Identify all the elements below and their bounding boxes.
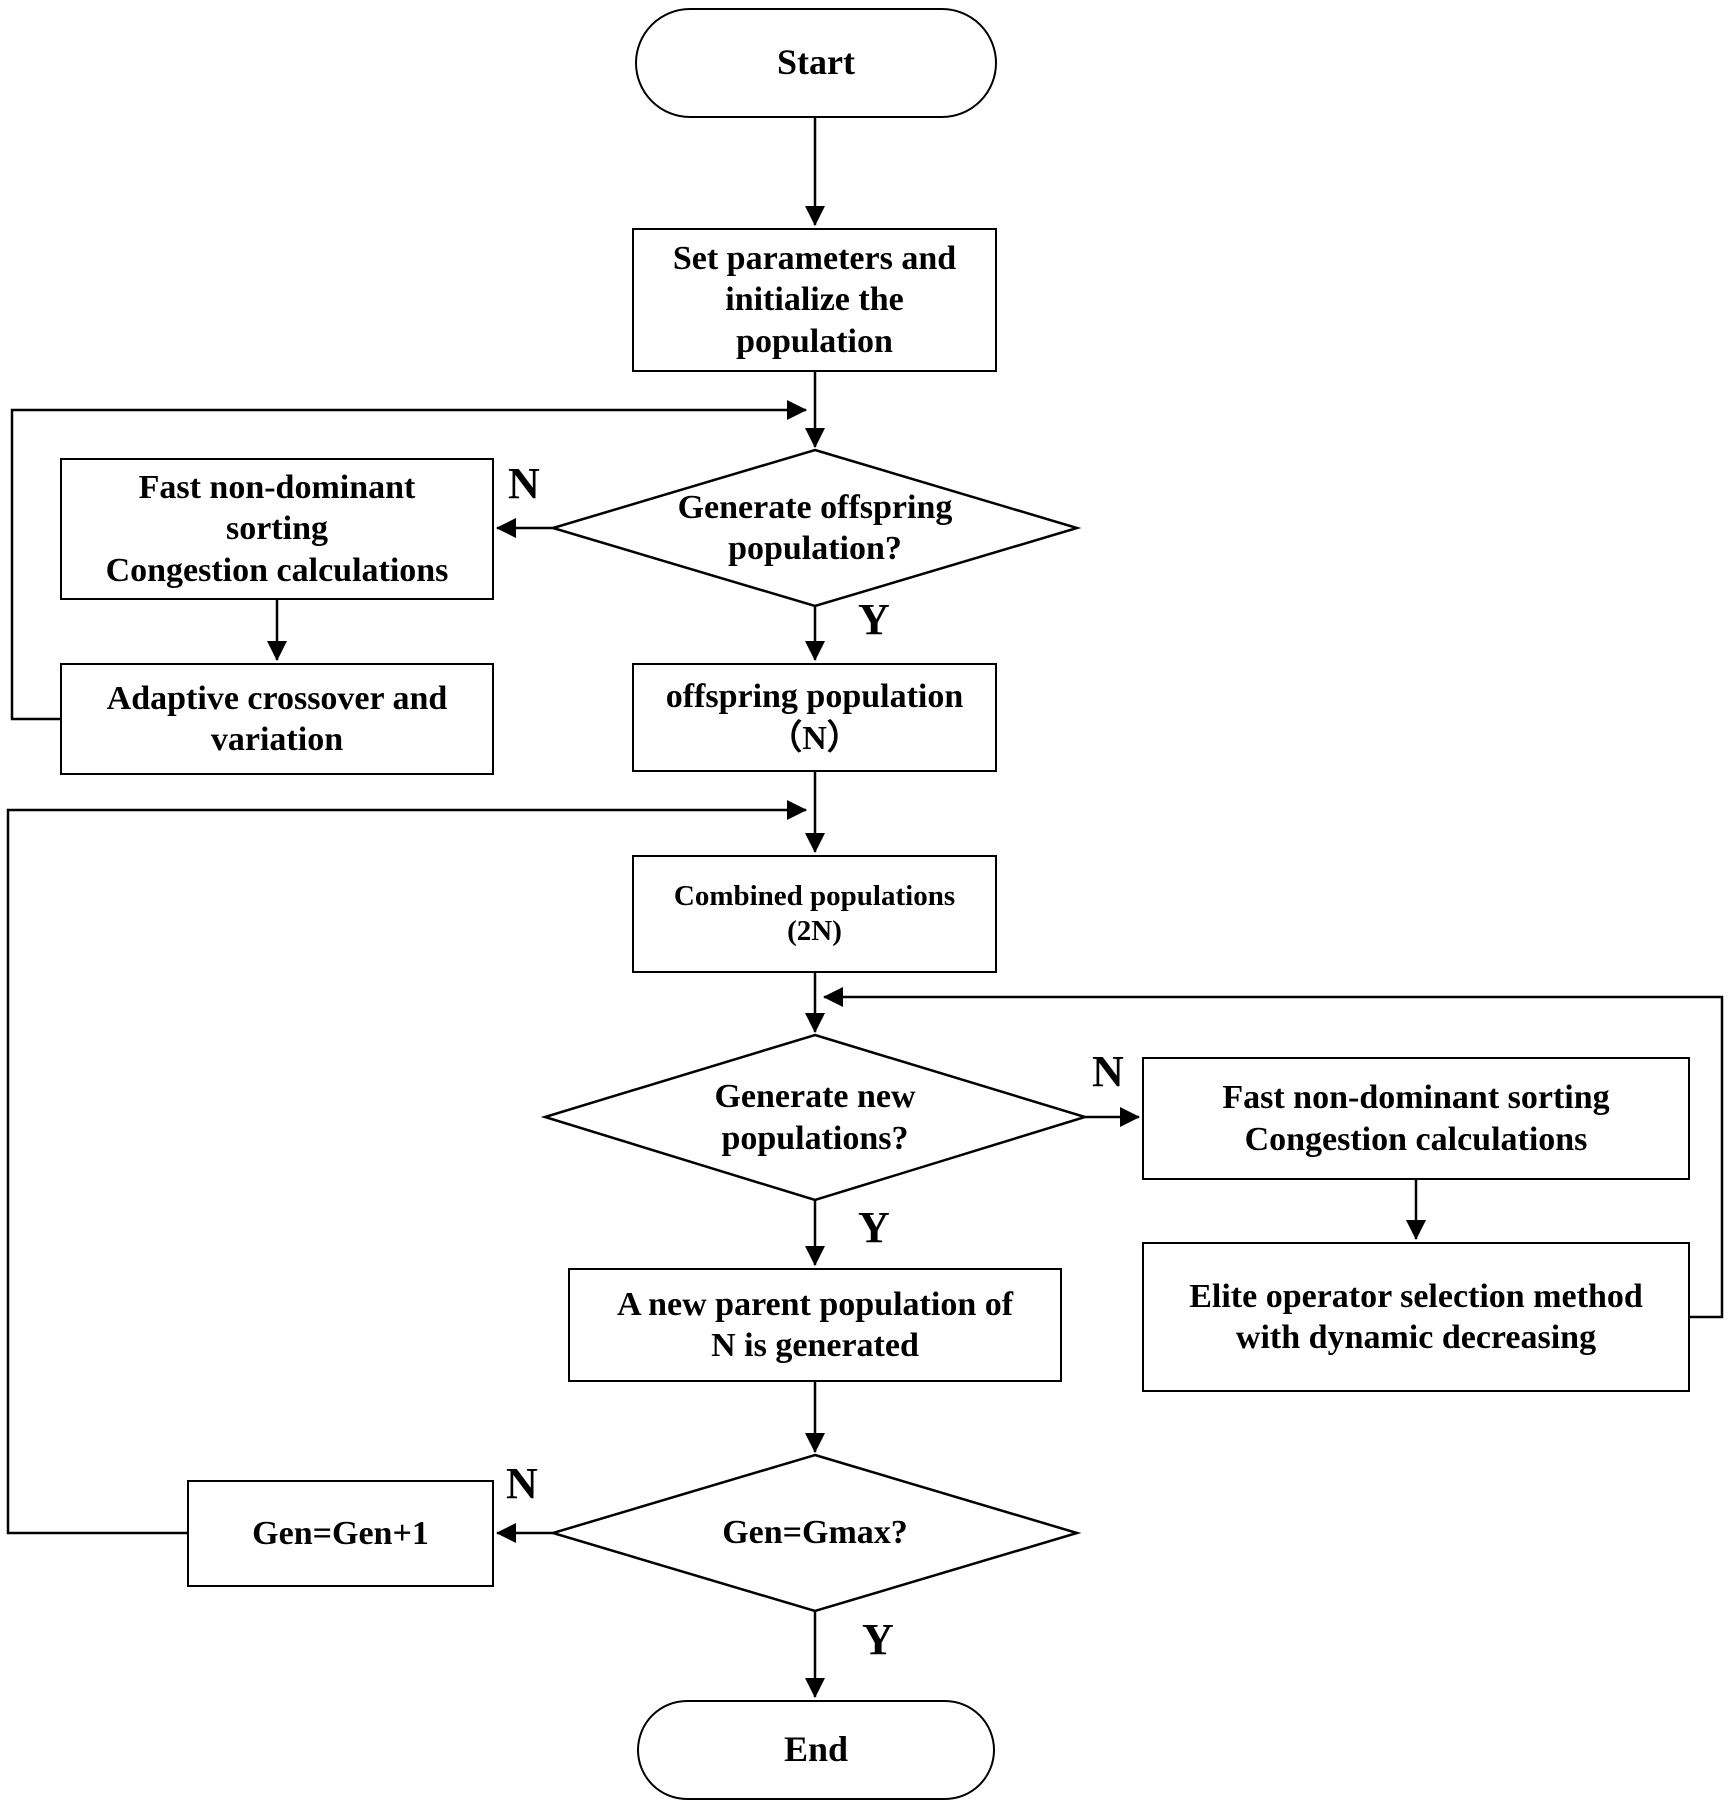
fast-sort-right-node: Fast non-dominant sorting Congestion cal…	[1142, 1057, 1690, 1180]
adaptive-crossover-node: Adaptive crossover and variation	[60, 663, 494, 775]
branch-label-newpop-yes: Y	[858, 1203, 890, 1252]
branch-label-offspring-no: N	[508, 459, 540, 508]
end-node: End	[637, 1700, 995, 1800]
offspring-population-node: offspring population （N）	[632, 663, 997, 772]
decision-offspring-label: Generate offspring population?	[677, 488, 953, 567]
decision-gmax-label: Gen=Gmax?	[722, 1514, 908, 1552]
new-parent-node: A new parent population of N is generate…	[568, 1268, 1062, 1382]
decision-offspring-shape	[548, 448, 1082, 608]
edge-adaptive-feedback-loop	[10, 400, 807, 721]
fast-sort-left-node: Fast non-dominant sorting Congestion cal…	[60, 458, 494, 600]
branch-label-offspring-yes: Y	[858, 595, 890, 644]
branch-label-gmax-yes: Y	[862, 1615, 894, 1664]
decision-gmax-shape	[548, 1453, 1082, 1613]
start-node: Start	[635, 8, 997, 118]
decision-newpop-shape	[540, 1033, 1090, 1202]
edge-gen-increment-loop	[6, 800, 807, 1535]
gen-increment-node: Gen=Gen+1	[187, 1480, 494, 1587]
branch-label-newpop-no: N	[1092, 1047, 1124, 1096]
branch-label-gmax-no: N	[506, 1459, 538, 1508]
edge-elite-feedback-loop	[823, 987, 1724, 1319]
init-node: Set parameters and initialize the popula…	[632, 228, 997, 372]
elite-operator-node: Elite operator selection method with dyn…	[1142, 1242, 1690, 1392]
combined-populations-node: Combined populations (2N)	[632, 855, 997, 973]
decision-newpop-label: Generate new populations?	[714, 1078, 916, 1157]
